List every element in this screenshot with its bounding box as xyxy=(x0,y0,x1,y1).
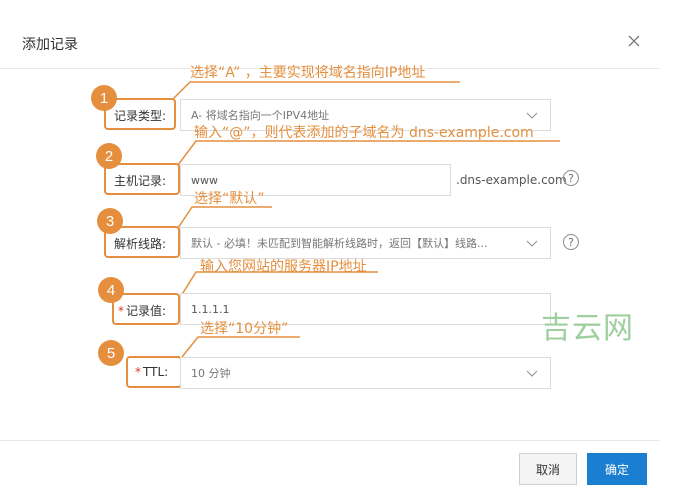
confirm-button[interactable]: 确定 xyxy=(587,453,647,485)
help-icon[interactable]: ? xyxy=(563,234,579,250)
record-type-value: A- 将域名指向一个IPV4地址 xyxy=(191,109,330,122)
record-value-input[interactable]: 1.1.1.1 xyxy=(180,293,551,325)
record-type-highlight xyxy=(104,98,176,130)
line-label: 解析线路: xyxy=(114,237,167,251)
record-value-label-text: 记录值: xyxy=(126,304,167,318)
close-icon[interactable] xyxy=(626,33,642,49)
ttl-value: 10 分钟 xyxy=(191,367,231,380)
record-value-highlight xyxy=(112,293,180,325)
required-mark: * xyxy=(118,304,124,318)
chevron-down-icon xyxy=(526,112,538,119)
annotation-badge-1: 1 xyxy=(91,85,117,111)
ttl-select[interactable]: 10 分钟 xyxy=(180,357,551,389)
cancel-button[interactable]: 取消 xyxy=(519,453,577,485)
record-value-value: 1.1.1.1 xyxy=(191,302,230,316)
host-record-highlight xyxy=(104,163,180,195)
required-mark: * xyxy=(135,365,141,379)
annotation-badge-5: 5 xyxy=(98,340,124,366)
line-value: 默认 - 必填！未匹配到智能解析线路时，返回【默认】线路... xyxy=(191,237,488,250)
record-type-label: 记录类型: xyxy=(114,109,167,123)
record-type-select[interactable]: A- 将域名指向一个IPV4地址 xyxy=(180,99,551,131)
annotation-badge-4: 4 xyxy=(98,277,124,303)
footer-divider xyxy=(0,440,660,441)
ttl-label: *TTL: xyxy=(135,365,168,379)
annotation-text-2: 输入“@”，则代表添加的子域名为 dns-example.com xyxy=(194,125,534,141)
annotation-text-3: 选择“默认” xyxy=(194,191,265,207)
chevron-down-icon xyxy=(526,370,538,377)
annotation-text-5: 选择“10分钟” xyxy=(200,321,289,337)
watermark: 吉云网 xyxy=(541,311,634,346)
host-record-input[interactable]: www xyxy=(180,164,451,196)
ttl-label-text: TTL: xyxy=(143,365,169,379)
record-value-label: *记录值: xyxy=(118,302,166,319)
header-divider xyxy=(0,68,660,69)
line-highlight xyxy=(104,226,180,258)
annotation-text-1: 选择“A” ，主要实现将域名指向IP地址 xyxy=(190,65,426,81)
annotation-badge-2: 2 xyxy=(96,143,122,169)
chevron-down-icon xyxy=(526,240,538,247)
annotation-badge-3: 3 xyxy=(97,208,123,234)
line-select[interactable]: 默认 - 必填！未匹配到智能解析线路时，返回【默认】线路... xyxy=(180,227,551,259)
host-record-label: 主机记录: xyxy=(114,174,167,188)
help-icon[interactable]: ? xyxy=(563,170,579,186)
annotation-text-4: 输入您网站的服务器IP地址 xyxy=(200,259,367,275)
domain-suffix: .dns-example.com xyxy=(456,173,567,187)
host-record-value: www xyxy=(191,173,218,187)
dialog-title: 添加记录 xyxy=(22,37,78,53)
